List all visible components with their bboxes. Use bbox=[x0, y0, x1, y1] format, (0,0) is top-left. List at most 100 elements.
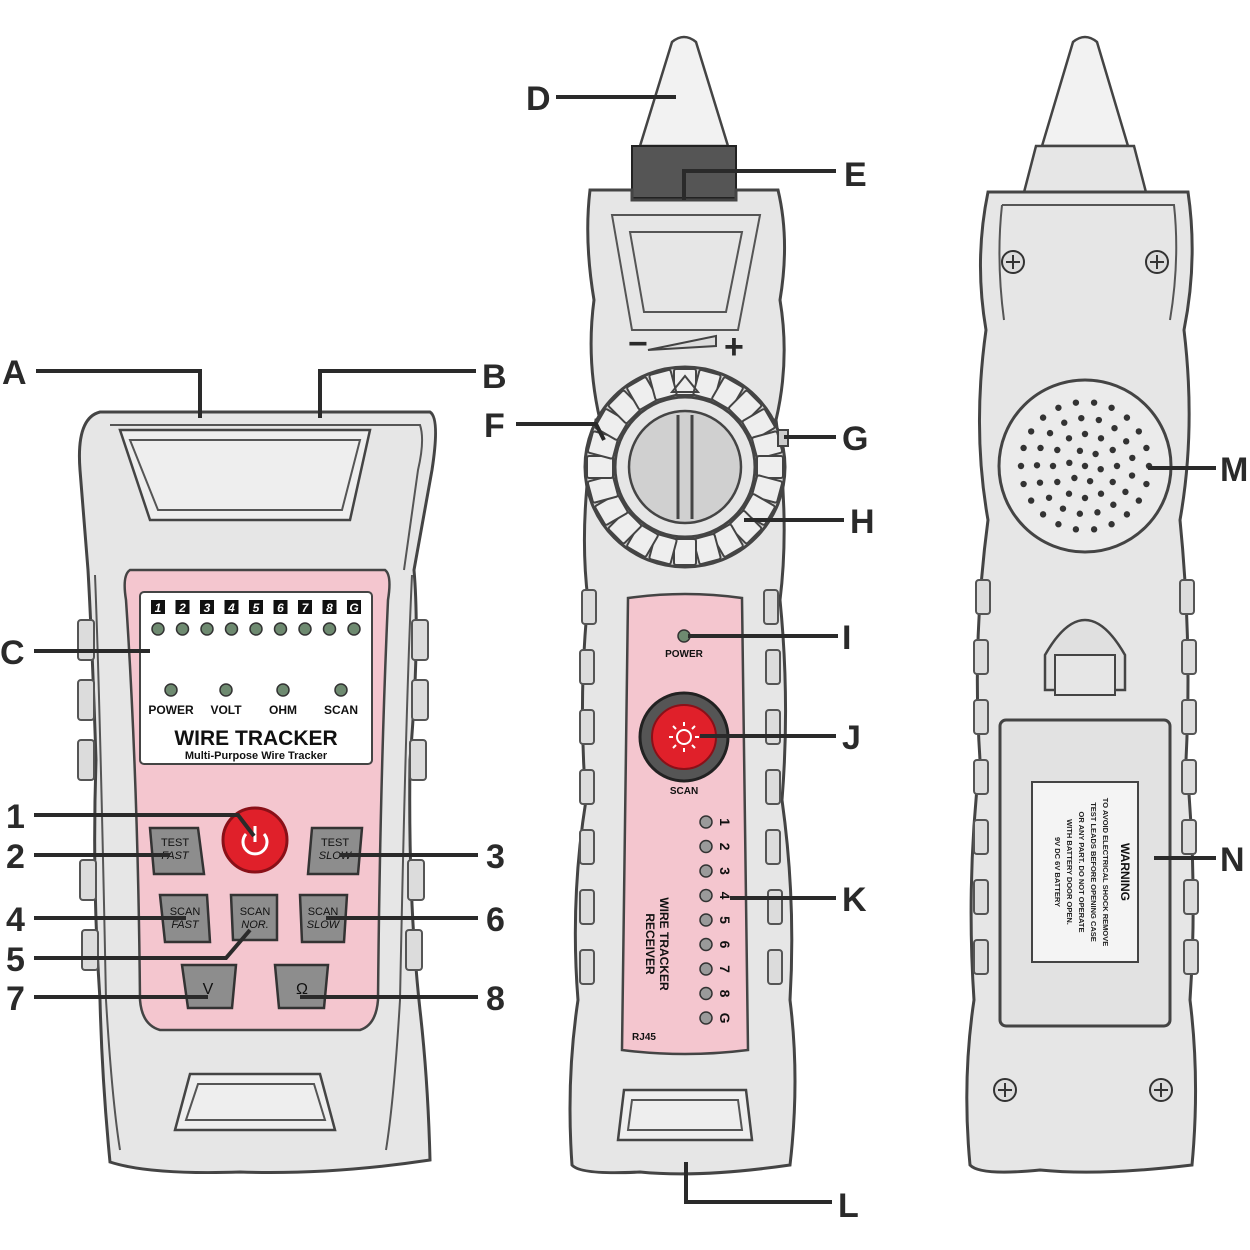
receiver-channel-label: 3 bbox=[717, 867, 733, 875]
callout-3: 3 bbox=[486, 838, 505, 876]
speaker-holes bbox=[1017, 399, 1153, 533]
warning-line: TO AVOID ELECTRICAL SHOCK REMOVE bbox=[1101, 798, 1110, 946]
channel-led bbox=[175, 622, 190, 636]
warning-text: WARNING TO AVOID ELECTRICAL SHOCK REMOVE… bbox=[1053, 798, 1132, 946]
mode-label: SCAN bbox=[324, 703, 358, 717]
channel-led bbox=[249, 622, 263, 636]
brand-title: WIRE TRACKER bbox=[174, 727, 337, 750]
channel-number: G bbox=[349, 601, 358, 615]
callout-g: G bbox=[842, 420, 868, 458]
svg-text:V: V bbox=[203, 981, 214, 998]
svg-text:SLOW: SLOW bbox=[307, 919, 341, 931]
back-view: WARNING TO AVOID ELECTRICAL SHOCK REMOVE… bbox=[965, 35, 1199, 1174]
receiver-channel-led bbox=[699, 864, 713, 878]
callout-j: J bbox=[842, 719, 861, 757]
warning-line: WITH BATTERY DOOR OPEN. bbox=[1065, 819, 1074, 925]
back-right-grips bbox=[1179, 579, 1199, 975]
channel-led-row bbox=[151, 622, 361, 636]
channel-number: 7 bbox=[302, 601, 310, 615]
receiver: − + bbox=[568, 35, 797, 1176]
scan-normal-button[interactable]: SCAN NOR. bbox=[229, 893, 279, 942]
svg-text:TEST: TEST bbox=[321, 837, 349, 849]
volt-button[interactable]: V bbox=[180, 963, 238, 1010]
channel-number: 1 bbox=[155, 601, 162, 615]
callout-b: B bbox=[482, 358, 507, 396]
callout-d: D bbox=[526, 80, 551, 118]
mode-led-row bbox=[164, 683, 348, 697]
test-fast-button[interactable]: TEST FAST bbox=[148, 826, 206, 876]
callout-2: 2 bbox=[6, 838, 25, 876]
mode-led bbox=[334, 683, 348, 697]
svg-text:RECEIVER: RECEIVER bbox=[643, 913, 657, 975]
receiver-probe-tip bbox=[638, 35, 730, 148]
receiver-channel-label: 7 bbox=[717, 965, 733, 973]
brand-subtitle: Multi-Purpose Wire Tracker bbox=[185, 750, 328, 762]
channel-led bbox=[347, 622, 361, 636]
channel-number-box bbox=[273, 600, 288, 614]
receiver-channel-label: 1 bbox=[717, 818, 733, 826]
mode-label: POWER bbox=[148, 703, 194, 717]
channel-number: 5 bbox=[253, 601, 260, 615]
screw-icons bbox=[993, 250, 1173, 1102]
volume-plus-label: + bbox=[724, 328, 744, 366]
channel-led bbox=[200, 622, 214, 636]
receiver-channel-label: 8 bbox=[717, 990, 733, 998]
channel-led bbox=[224, 622, 239, 636]
receiver-channel-label: 2 bbox=[717, 843, 733, 851]
warning-label bbox=[1031, 781, 1139, 963]
volume-wedge bbox=[647, 334, 717, 351]
callout-a: A bbox=[2, 354, 27, 392]
channel-number-box bbox=[151, 600, 165, 614]
receiver-channel-led bbox=[699, 986, 713, 1001]
ohm-button[interactable]: Ω bbox=[273, 963, 330, 1010]
transmitter-bottom-cavity bbox=[173, 1072, 337, 1132]
receiver-channel-led bbox=[699, 937, 713, 952]
channel-number: 6 bbox=[277, 601, 284, 615]
light-icon bbox=[669, 722, 699, 752]
channel-number-box bbox=[200, 600, 214, 614]
callout-6: 6 bbox=[486, 901, 505, 939]
callout-i: I bbox=[842, 619, 851, 657]
svg-text:FAST: FAST bbox=[171, 919, 200, 931]
callout-8: 8 bbox=[486, 980, 505, 1018]
callout-f: F bbox=[484, 407, 505, 445]
callout-m: M bbox=[1220, 451, 1248, 489]
transmitter-left-grips bbox=[77, 619, 99, 971]
channel-number-box bbox=[347, 600, 361, 614]
channel-number: 3 bbox=[204, 601, 211, 615]
callout-l: L bbox=[838, 1187, 859, 1225]
callout-k: K bbox=[842, 881, 867, 919]
svg-text:TEST: TEST bbox=[161, 837, 189, 849]
warning-line: TEST LEADS BEFORE OPENING CASE bbox=[1089, 802, 1098, 942]
callout-n: N bbox=[1220, 841, 1245, 879]
svg-text:WIRE TRACKER: WIRE TRACKER bbox=[657, 897, 671, 991]
volume-minus-label: − bbox=[628, 325, 648, 363]
receiver-channel-label: 5 bbox=[717, 916, 733, 924]
rj45-label: RJ45 bbox=[632, 1032, 656, 1043]
callout-c: C bbox=[0, 634, 25, 672]
receiver-head bbox=[586, 188, 787, 422]
receiver-channel-led bbox=[699, 815, 713, 829]
receiver-channel-led bbox=[699, 888, 713, 903]
channel-number-box bbox=[249, 600, 263, 614]
channel-number-box bbox=[224, 600, 239, 614]
receiver-title: WIRE TRACKER RECEIVER bbox=[643, 897, 671, 991]
scan-slow-button[interactable]: SCAN SLOW bbox=[298, 893, 349, 944]
receiver-channel-label: 4 bbox=[717, 892, 733, 900]
channel-number: 4 bbox=[227, 601, 235, 615]
svg-text:SCAN: SCAN bbox=[170, 906, 201, 918]
callouts: A B C 1 2 3 4 5 6 7 8 D E bbox=[0, 80, 1248, 1225]
svg-text:SCAN: SCAN bbox=[240, 906, 271, 918]
receiver-channel-leds bbox=[699, 815, 713, 1025]
sensitivity-dial[interactable] bbox=[583, 365, 787, 569]
svg-text:NOR.: NOR. bbox=[241, 919, 269, 931]
test-slow-button[interactable]: TEST SLOW bbox=[306, 826, 364, 876]
mode-label: VOLT bbox=[210, 703, 242, 717]
receiver-channel-led bbox=[699, 913, 713, 927]
mode-led bbox=[164, 683, 178, 697]
receiver-channel-label: G bbox=[717, 1013, 733, 1024]
power-indicator-label: POWER bbox=[665, 649, 704, 660]
